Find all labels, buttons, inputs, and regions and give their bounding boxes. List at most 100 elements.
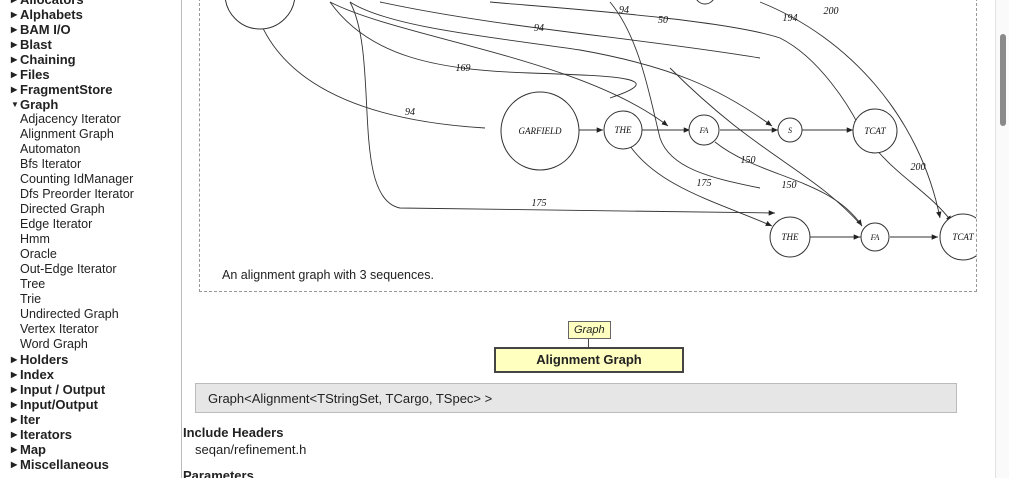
sidebar-item-directed-graph[interactable]: Directed Graph [20,202,105,216]
edge-label: 150 [782,180,797,191]
sidebar-category-label: FragmentStore [20,82,113,97]
parameters-heading: Parameters [183,468,254,478]
include-headers-heading: Include Headers [183,425,284,440]
diagram-caption: An alignment graph with 3 sequences. [222,268,434,282]
sidebar-navigation: ▶Allocators▶Alphabets▶BAM I/O▶Blast▶Chai… [0,0,182,478]
category-badge[interactable]: Graph [568,321,611,339]
edge [349,1,773,127]
sidebar-item-trie[interactable]: Trie [20,292,42,306]
sidebar-category-bam-i-o[interactable]: ▶BAM I/O [0,22,181,37]
edge [609,1,761,189]
triangle-down-icon[interactable]: ▼ [11,100,19,109]
node-label-s: S [788,126,792,135]
sidebar-category-label: Iter [20,412,41,427]
node-label-fa-2: FA [870,233,880,242]
sidebar-category-label: Map [20,442,46,457]
triangle-right-icon[interactable]: ▶ [11,370,18,379]
connector-line [588,339,589,347]
triangle-right-icon[interactable]: ▶ [11,10,18,19]
sidebar-item-undirected-graph[interactable]: Undirected Graph [20,307,119,321]
sidebar-category-allocators[interactable]: ▶Allocators [0,0,181,7]
edge [874,147,953,223]
sidebar-category-fragmentstore[interactable]: ▶FragmentStore [0,82,181,97]
edge [254,7,486,129]
sidebar-category-iter[interactable]: ▶Iter [0,412,181,427]
node-tcat-2 [939,213,976,261]
sidebar-item-out-edge-iterator[interactable]: Out-Edge Iterator [20,262,117,276]
sidebar-item-word-graph[interactable]: Word Graph [20,337,88,351]
sidebar-category-label: Blast [20,37,52,52]
triangle-right-icon[interactable]: ▶ [11,85,18,94]
vertical-scrollbar[interactable] [995,0,1009,478]
sidebar-item-vertex-iterator[interactable]: Vertex Iterator [20,322,99,336]
node-fa-2 [860,222,890,252]
page-title: Alignment Graph [494,347,684,373]
node-tcat-1 [852,108,898,154]
sidebar-category-holders[interactable]: ▶Holders [0,352,181,367]
sidebar-category-label: Chaining [20,52,76,67]
sidebar-item-hmm[interactable]: Hmm [20,232,50,246]
sidebar-category-input-output[interactable]: ▶Input/Output [0,397,181,412]
include-file: seqan/refinement.h [195,442,307,457]
sidebar-category-label: Alphabets [20,7,83,22]
node-fa-1 [688,114,720,146]
node-garfield [500,91,580,171]
triangle-right-icon[interactable]: ▶ [11,460,18,469]
edge-label: 150 [741,155,756,166]
main-content: GARFIELD THE FA S TCAT THE FA TCAT 94 50… [182,0,995,478]
sidebar-category-miscellaneous[interactable]: ▶Miscellaneous [0,457,181,472]
diagram-figure: GARFIELD THE FA S TCAT THE FA TCAT 94 50… [199,0,977,292]
triangle-right-icon[interactable]: ▶ [11,70,18,79]
sidebar-item-oracle[interactable]: Oracle [20,247,57,261]
edge-label: 94 [534,23,544,34]
edge-label: 194 [783,13,798,24]
sidebar-category-label: Input / Output [20,382,106,397]
sidebar-category-label: Holders [20,352,69,367]
sidebar-category-graph[interactable]: ▼Graph [0,97,181,112]
node-label-tcat-2: TCAT [952,232,974,242]
sidebar-category-map[interactable]: ▶Map [0,442,181,457]
sidebar-category-label: Iterators [20,427,73,442]
node-label-garfield: GARFIELD [519,126,562,136]
edge [714,141,863,227]
sidebar-category-input-output[interactable]: ▶Input / Output [0,382,181,397]
node-s [777,117,803,143]
sidebar-item-counting-idmanager[interactable]: Counting IdManager [20,172,134,186]
triangle-right-icon[interactable]: ▶ [11,355,18,364]
sidebar-category-blast[interactable]: ▶Blast [0,37,181,52]
node-label-the-1: THE [614,125,632,135]
triangle-right-icon[interactable]: ▶ [11,415,18,424]
sidebar-item-edge-iterator[interactable]: Edge Iterator [20,217,93,231]
sidebar-item-alignment-graph[interactable]: Alignment Graph [20,127,114,141]
triangle-right-icon[interactable]: ▶ [11,385,18,394]
triangle-right-icon[interactable]: ▶ [11,430,18,439]
triangle-right-icon[interactable]: ▶ [11,40,18,49]
sidebar-category-label: Graph [20,97,59,112]
sidebar-item-adjacency-iterator[interactable]: Adjacency Iterator [20,112,121,126]
alignment-graph-diagram: GARFIELD THE FA S TCAT THE FA TCAT 94 50… [225,0,976,261]
sidebar-item-bfs-iterator[interactable]: Bfs Iterator [20,157,82,171]
edge-label: 200 [911,162,926,173]
sidebar-category-iterators[interactable]: ▶Iterators [0,427,181,442]
triangle-right-icon[interactable]: ▶ [11,400,18,409]
sidebar-category-chaining[interactable]: ▶Chaining [0,52,181,67]
scrollbar-thumb[interactable] [1000,34,1006,126]
edge [349,1,776,216]
edge [329,1,669,127]
triangle-right-icon[interactable]: ▶ [11,55,18,64]
triangle-right-icon[interactable]: ▶ [11,445,18,454]
node-label-tcat-1: TCAT [864,126,886,136]
edge [669,67,863,227]
sidebar-category-label: Miscellaneous [20,457,109,472]
node-the-2 [769,216,811,258]
sidebar-category-files[interactable]: ▶Files [0,67,181,82]
edge-label: 94 [405,107,415,118]
triangle-right-icon[interactable]: ▶ [11,0,17,7]
sidebar-category-alphabets[interactable]: ▶Alphabets [0,7,181,22]
triangle-right-icon[interactable]: ▶ [11,25,18,34]
sidebar-item-automaton[interactable]: Automaton [20,142,81,156]
sidebar-item-tree[interactable]: Tree [20,277,46,291]
sidebar-category-index[interactable]: ▶Index [0,367,181,382]
edge [759,1,942,219]
sidebar-item-dfs-preorder-iterator[interactable]: Dfs Preorder Iterator [20,187,134,201]
